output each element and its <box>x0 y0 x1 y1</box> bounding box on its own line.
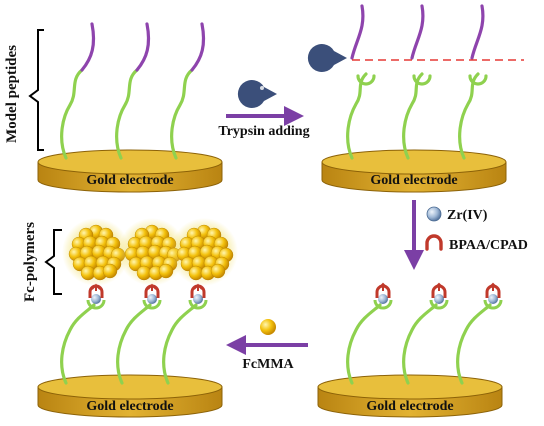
fcmma-unit <box>210 263 226 279</box>
fc-polymers-label: Fc-polymers <box>22 222 38 302</box>
fc-polymer-clusters <box>62 218 238 286</box>
cleaved-peptides <box>346 4 488 160</box>
peptide-fragment <box>410 4 425 60</box>
peptide <box>402 282 449 385</box>
zr-label: Zr(IV) <box>447 208 488 223</box>
trypsin-adding-label: Trypsin adding <box>218 124 309 139</box>
fcmma-unit <box>158 263 174 279</box>
peptide-stub <box>402 72 424 160</box>
bpaa-cpad-label: BPAA/CPAD <box>449 238 528 253</box>
peptide <box>162 283 208 385</box>
fcmma-unit <box>102 263 118 279</box>
peptide <box>456 282 503 385</box>
electrode-bottom-right: Gold electrode <box>317 374 503 418</box>
peptide <box>60 283 106 385</box>
electrode-top-left: Gold electrode <box>37 149 223 193</box>
bpaa-icon <box>425 234 443 251</box>
fc-polymers-bracket <box>44 229 62 295</box>
peptide <box>346 282 393 385</box>
trypsin-icon <box>307 44 347 73</box>
peptide <box>170 22 206 160</box>
electrode-label: Gold electrode <box>366 399 453 414</box>
peptide-fragment <box>470 4 485 60</box>
peptide <box>115 22 151 160</box>
electrode-label: Gold electrode <box>86 173 173 188</box>
electrode-bottom-left: Gold electrode <box>37 374 223 418</box>
polymer-peptides <box>60 283 208 385</box>
model-peptides <box>60 22 206 160</box>
trypsin-icon <box>237 79 277 108</box>
peptide <box>116 283 162 385</box>
model-peptides-bracket <box>28 29 44 151</box>
peptide-stub <box>346 72 368 160</box>
fc-polymer-cluster-icon <box>170 218 238 286</box>
electrode-label: Gold electrode <box>370 173 457 188</box>
electrode-top-right: Gold electrode <box>321 149 507 193</box>
fcmma-icon <box>260 319 276 335</box>
fcmma-label: FcMMA <box>242 357 294 372</box>
fc-polymer-cluster-icon <box>62 218 130 286</box>
model-peptides-label: Model peptides <box>4 45 20 143</box>
electrode-label: Gold electrode <box>86 399 173 414</box>
peptide-stub <box>458 72 480 160</box>
functionalized-peptides <box>346 282 503 385</box>
zr-icon <box>426 206 442 222</box>
peptide <box>60 22 96 160</box>
peptide-fragment <box>350 4 365 60</box>
